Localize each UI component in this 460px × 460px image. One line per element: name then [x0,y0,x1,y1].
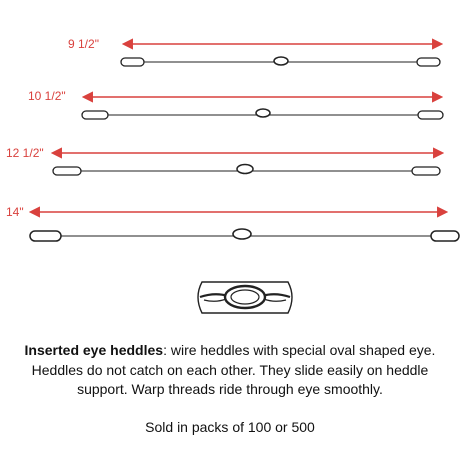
size-label-14: 14" [6,205,24,219]
size-label-10-5: 10 1/2" [28,89,66,103]
heddle-end-loop [29,230,62,242]
heddle-eye [273,56,289,66]
heddle-end-loop [120,57,145,67]
heddle-end-loop [416,57,441,67]
oval-eye-detail-icon [197,281,293,314]
size-label-12-5: 12 1/2" [6,146,44,160]
heddle-end-loop [411,166,441,176]
heddle-eye [232,228,252,240]
heddle-end-loop [430,230,460,242]
heddle-eye [255,108,271,118]
heddle-12-5 [50,147,445,176]
size-label-9-5: 9 1/2" [68,37,99,51]
description-title: Inserted eye heddles [24,342,164,358]
description-body: : wire heddles with special oval shaped … [31,342,436,397]
heddle-14 [28,206,460,242]
heddle-end-loop [81,110,109,120]
product-description: Inserted eye heddles: wire heddles with … [20,341,440,400]
heddle-eye [236,163,254,175]
heddle-end-loop [52,166,82,176]
heddle-10-5 [81,91,444,120]
heddle-end-loop [417,110,444,120]
heddle-9-5 [120,38,444,67]
pack-size-note: Sold in packs of 100 or 500 [145,419,315,435]
